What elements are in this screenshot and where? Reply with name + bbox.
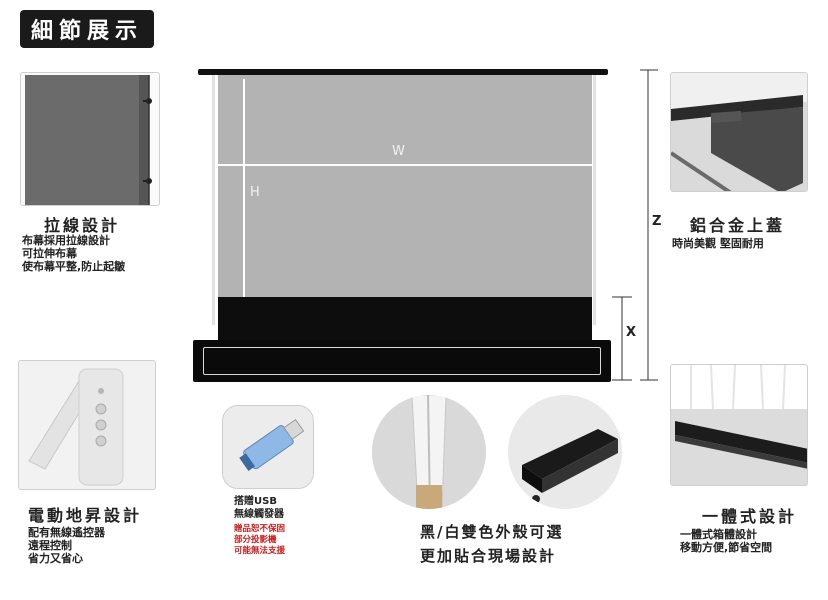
black-housing-photo [508,395,622,509]
usb-note-line-2: 部分投影機 [234,535,277,545]
height-label: H [250,185,260,200]
pull-cord-desc-line-2: 可拉伸布幕 [22,247,77,260]
dimension-guide-lines [218,79,592,297]
width-label: W [392,144,405,159]
height-measure-lines [612,69,658,381]
one-piece-photo [670,364,808,486]
projection-screen-surface [218,75,592,297]
aluminum-cover-desc: 時尚美觀 堅固耐用 [672,237,764,250]
pull-cord-photo [20,72,160,206]
base-height-label: X [626,325,637,340]
usb-trigger-photo [222,405,314,489]
usb-note-line-1: 贈品恕不保固 [234,524,286,534]
electric-lift-desc-line-1: 配有無線遙控器 [28,526,105,539]
one-piece-desc-line-1: 一體式箱體設計 [680,528,757,541]
usb-stick-icon [239,418,305,471]
electric-lift-desc-line-3: 省力又省心 [28,552,83,565]
pull-cord-illustration [25,75,152,205]
electric-lift-desc-line-2: 遠程控制 [28,539,72,552]
aluminum-cover-illustration [671,95,807,191]
page-title: 細節展示 [20,10,154,48]
right-side-rail [593,75,596,325]
one-piece-desc-line-2: 移動方便,節省空間 [680,541,773,554]
screen-black-border [218,297,592,341]
housing-color-line-2: 更加貼合現場設計 [420,547,557,565]
aluminum-cover-heading: 鋁合金上蓋 [690,216,786,235]
one-piece-heading: 一體式設計 [702,507,798,526]
base-housing-frame [203,347,601,375]
pull-cord-desc-line-3: 使布幕平整,防止起皺 [22,260,126,273]
pull-cord-heading: 拉線設計 [44,216,121,235]
white-housing-illustration [372,395,486,509]
total-height-label: Z [652,214,662,229]
usb-trigger-line-2: 無線觸發器 [234,509,284,520]
electric-lift-heading: 電動地昇設計 [28,506,143,525]
left-side-rail [212,75,215,325]
aluminum-cover-photo [670,72,808,192]
pull-cord-desc-line-1: 布幕採用拉線設計 [22,234,110,247]
remote-control-photo [18,360,156,490]
usb-trigger-line-1: 搭贈USB [234,496,277,507]
white-housing-photo [372,395,486,509]
black-housing-illustration [508,395,622,509]
remote-control-illustration [28,368,124,486]
one-piece-illustration [671,365,807,485]
usb-note-line-3: 可能無法支援 [234,546,286,556]
housing-color-line-1: 黑/白雙色外殼可選 [420,523,564,541]
screen-top-bar [198,69,608,75]
